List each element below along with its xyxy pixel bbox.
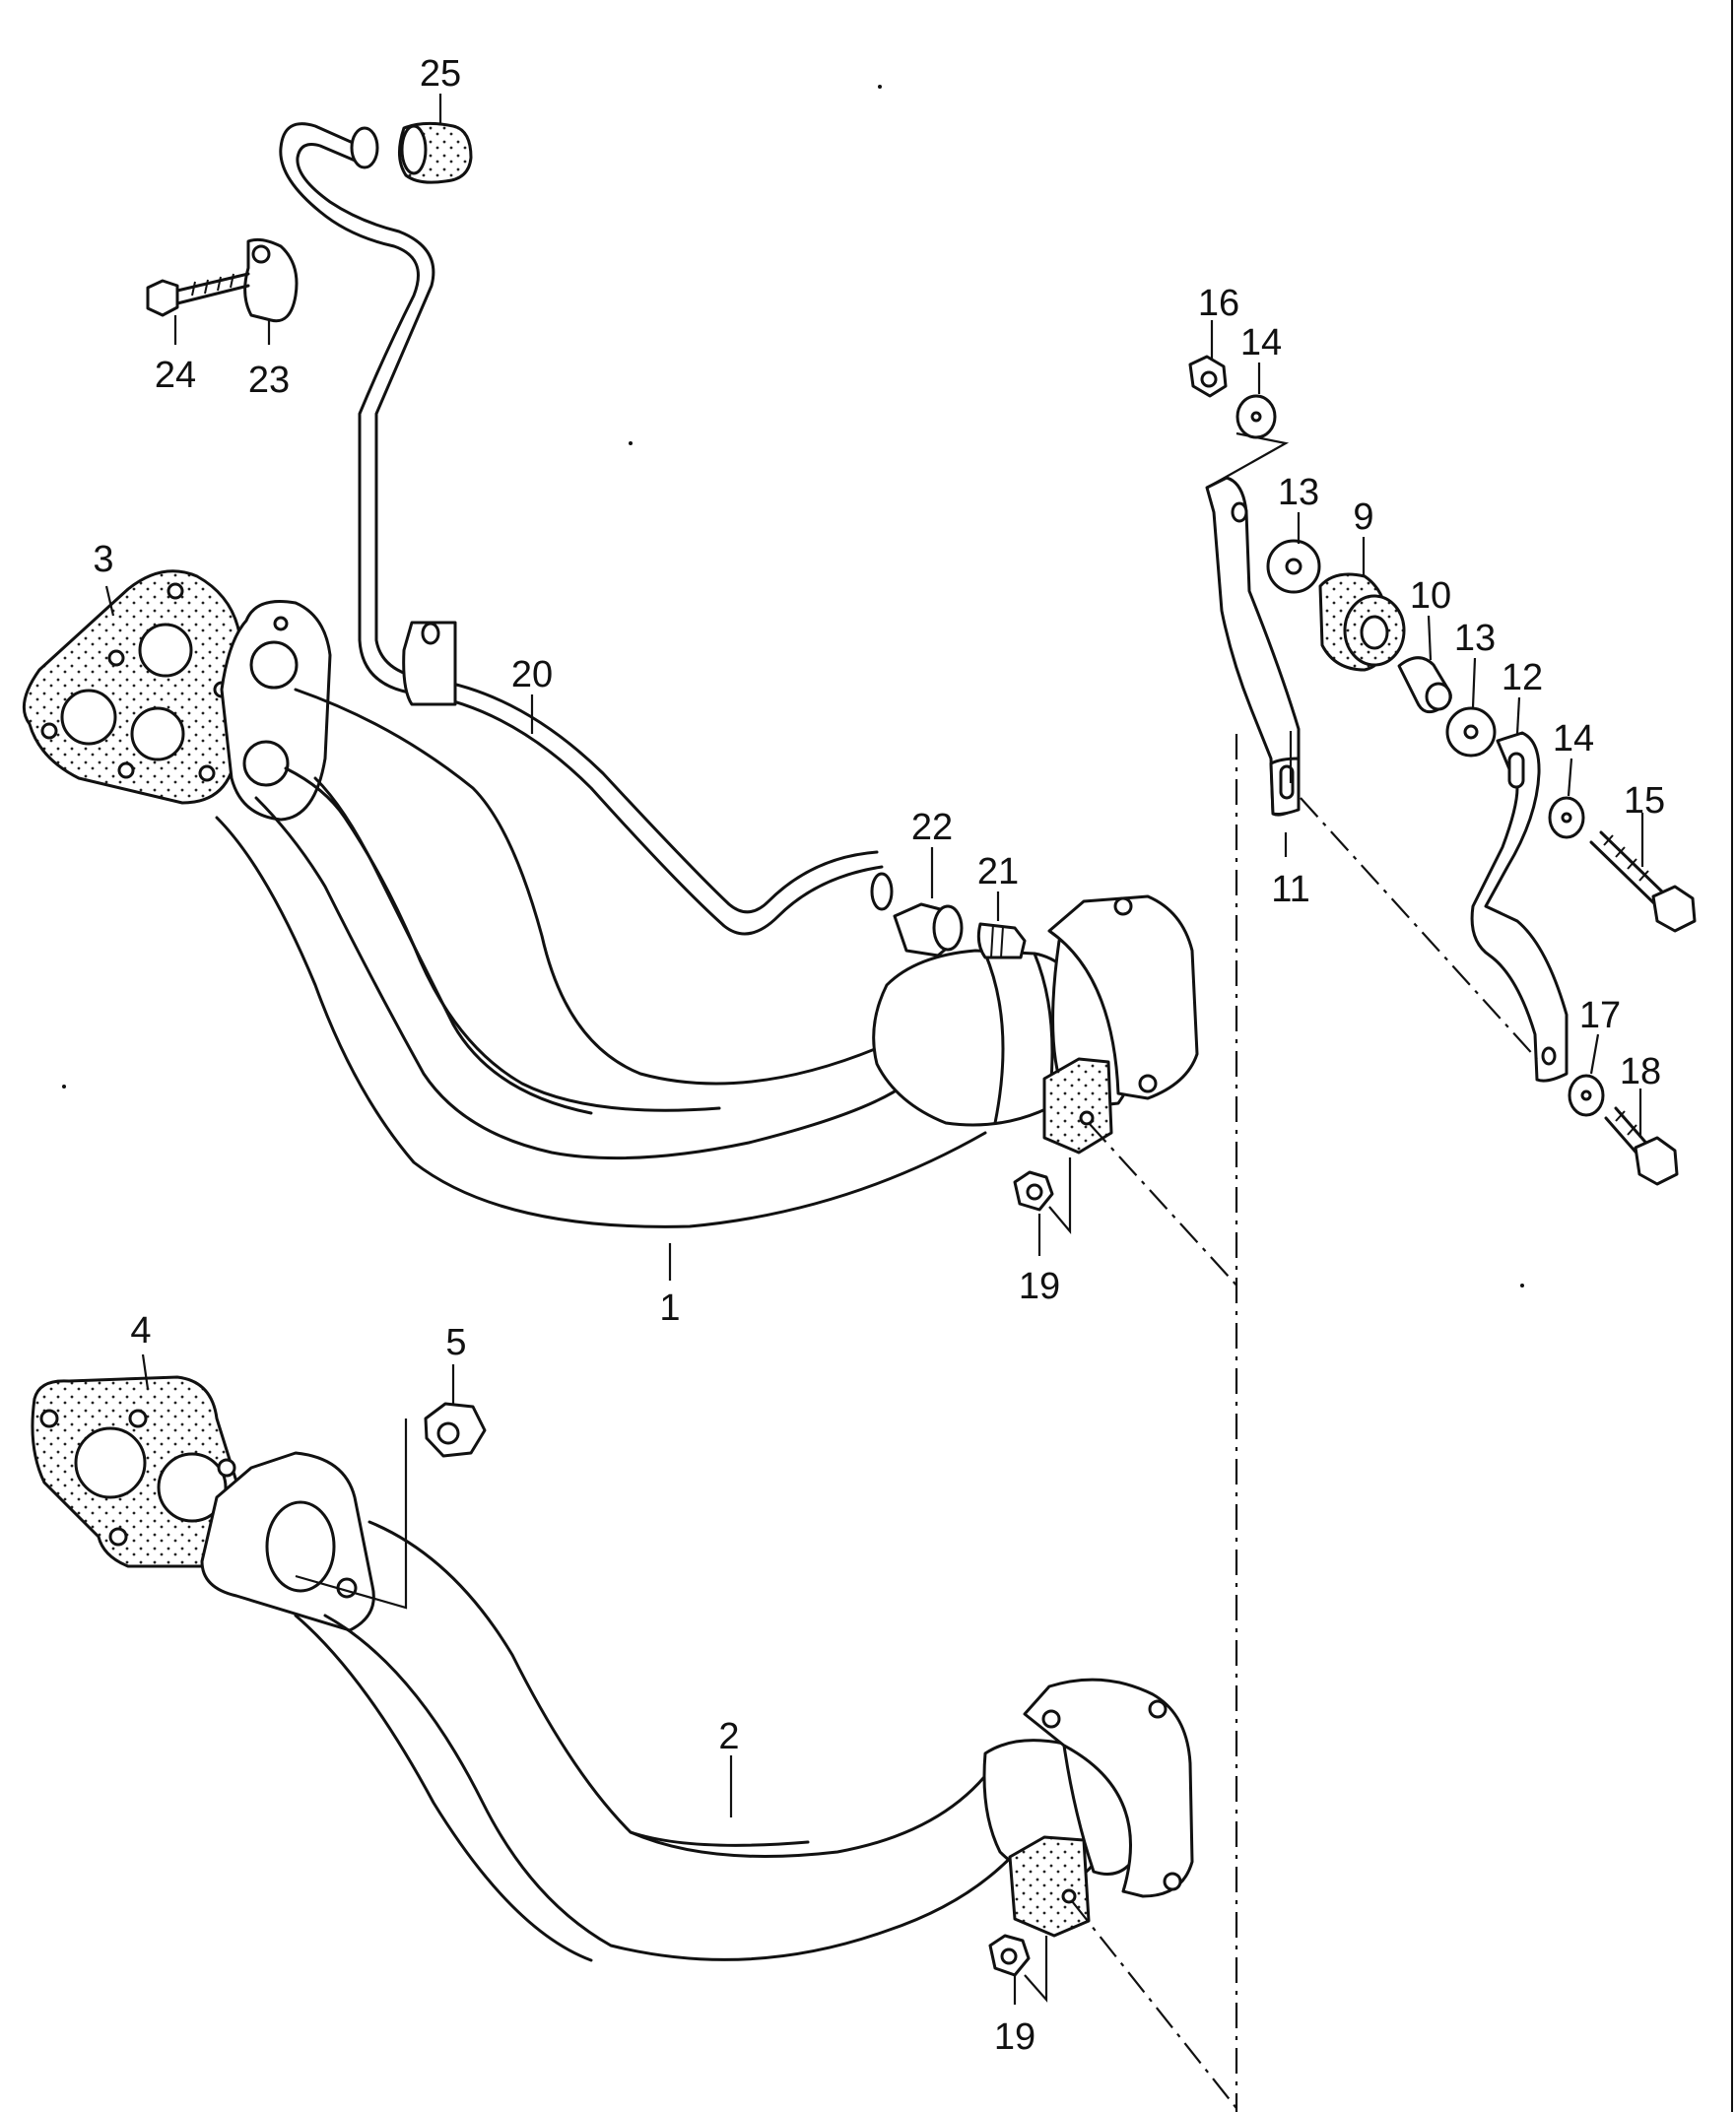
label-24: 24 — [155, 355, 196, 396]
label-21: 21 — [977, 851, 1019, 892]
assembly-centerlines — [1071, 731, 1538, 2112]
gasket-part-4 — [31, 1375, 247, 1568]
part-labels: 25 24 23 3 20 22 21 1 19 4 5 2 19 16 14 … — [93, 53, 1665, 2058]
nut-part-5 — [295, 1402, 487, 1610]
label-11: 11 — [1271, 869, 1309, 910]
leader-lines — [104, 94, 1644, 2005]
bolt-part-24 — [146, 272, 250, 317]
exhaust-pipe-part-2 — [200, 1451, 1194, 1962]
bolt-part-15 — [1589, 830, 1697, 933]
label-14-lower: 14 — [1553, 718, 1594, 759]
bolt-part-18 — [1604, 1106, 1679, 1186]
scan-specks — [62, 85, 1524, 1287]
label-4: 4 — [130, 1310, 151, 1352]
label-14-upper: 14 — [1240, 322, 1282, 363]
label-12: 12 — [1502, 657, 1543, 698]
exhaust-pipe-part-1 — [215, 600, 1199, 1228]
label-20: 20 — [511, 654, 553, 695]
rubber-bushing-part-9 — [1318, 572, 1406, 672]
label-3: 3 — [93, 539, 113, 580]
label-19-lower: 19 — [994, 2016, 1035, 2058]
nut-part-19-upper — [1013, 1170, 1054, 1212]
label-10: 10 — [1410, 575, 1451, 617]
nut-part-16 — [1188, 355, 1228, 398]
label-5: 5 — [445, 1322, 466, 1363]
adapter-part-21 — [976, 922, 1027, 959]
washer-part-13-lower — [1445, 706, 1497, 758]
bracket-part-11 — [1205, 476, 1301, 817]
washer-part-14-upper — [1235, 394, 1277, 439]
label-22: 22 — [911, 807, 953, 848]
washer-part-14-lower — [1548, 796, 1585, 839]
gasket-part-3 — [22, 569, 243, 805]
nut-part-19-lower — [988, 1934, 1031, 1977]
label-13-upper: 13 — [1278, 472, 1319, 513]
label-17: 17 — [1579, 995, 1621, 1036]
label-13-lower: 13 — [1454, 618, 1496, 659]
union-nut-part-22 — [893, 902, 964, 957]
washer-part-17 — [1568, 1074, 1605, 1117]
pipe-part-20 — [279, 122, 894, 936]
label-15: 15 — [1624, 780, 1665, 822]
clip-part-23 — [243, 237, 299, 323]
label-1: 1 — [659, 1287, 680, 1329]
label-18: 18 — [1620, 1051, 1661, 1092]
label-19-upper: 19 — [1019, 1266, 1060, 1307]
label-2: 2 — [718, 1716, 739, 1757]
label-9: 9 — [1353, 496, 1373, 538]
bracket-part-12 — [1470, 731, 1569, 1083]
label-25: 25 — [420, 53, 461, 95]
cap-part-25 — [398, 121, 473, 184]
label-23: 23 — [248, 360, 290, 401]
sleeve-part-10 — [1397, 656, 1452, 714]
washer-part-13-upper — [1266, 539, 1321, 594]
label-16: 16 — [1198, 283, 1239, 324]
